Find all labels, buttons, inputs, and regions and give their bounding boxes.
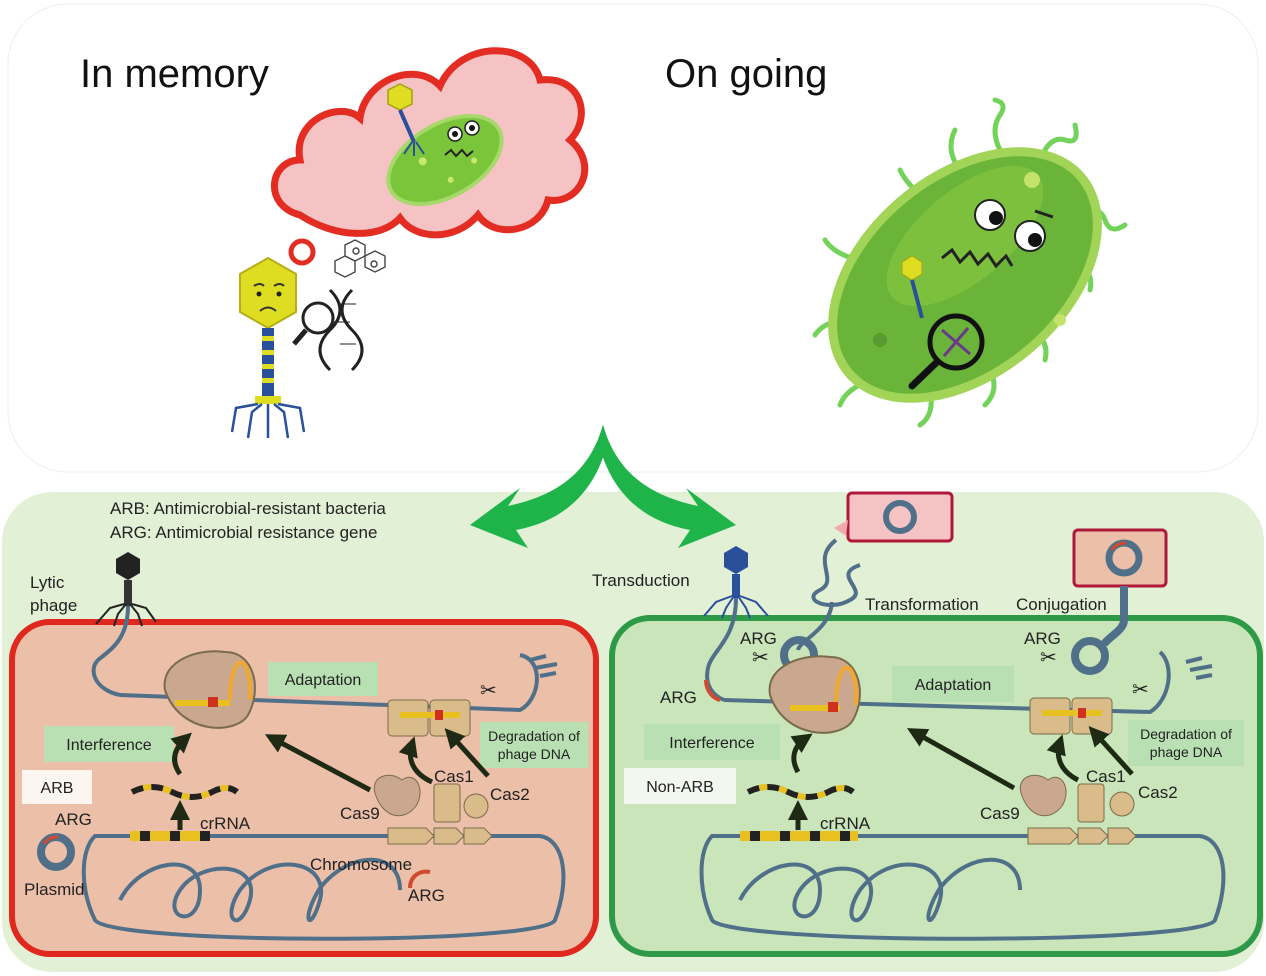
degraded-dna-fragments <box>529 654 558 678</box>
crrna-label-left: crRNA <box>200 814 251 833</box>
arg-chromosome-label: ARG <box>408 886 445 905</box>
chromosome-loops-right <box>738 857 1022 923</box>
in-memory-title: In memory <box>80 52 269 96</box>
chromosome-label: Chromosome <box>310 855 412 874</box>
arg-plasmid-label: ARG <box>55 810 92 829</box>
cas2-protein-left <box>463 793 489 819</box>
degraded-dna-fragments-right <box>1185 656 1213 680</box>
degradation-box-right <box>1128 720 1244 766</box>
status-label-left: ARB <box>41 780 74 797</box>
legend-arg: ARG: Antimicrobial resistance gene <box>110 523 377 542</box>
arrow-cas1-up <box>398 736 434 785</box>
status-box-right <box>624 768 736 804</box>
chromosome-left <box>81 834 566 941</box>
cas1-cas2-complex-left <box>387 699 471 737</box>
crrna-strand-right-color <box>746 784 855 800</box>
thought-bubble <box>288 238 316 266</box>
transduction-label: Transduction <box>592 571 690 590</box>
cas1-label-left: Cas1 <box>434 767 474 786</box>
cas1-protein-left <box>433 783 461 823</box>
conjugation-label: Conjugation <box>1016 595 1107 614</box>
status-box-left <box>22 770 92 804</box>
crrna-label-right: crRNA <box>820 814 871 833</box>
cas2-protein-right <box>1109 791 1135 817</box>
scissors-icon-transformation: ✂ <box>752 647 769 669</box>
arg-conjugation-label: ARG <box>1024 629 1061 648</box>
conjugated-plasmid-icon <box>1071 637 1109 675</box>
cas9-protein-left <box>373 774 421 817</box>
adaptation-label-right: Adaptation <box>915 677 992 694</box>
cas9-label-right: Cas9 <box>980 804 1020 823</box>
cas9-complex-left <box>163 650 256 729</box>
interference-label-right: Interference <box>669 735 754 752</box>
arrow-cas1-up-right <box>1046 734 1080 783</box>
cas-genes-left <box>387 827 493 845</box>
interference-label-left: Interference <box>66 737 151 754</box>
cas1-cas2-complex-right <box>1029 697 1113 735</box>
angry-bacterium-icon <box>812 97 1128 428</box>
legend-arb: ARB: Antimicrobial-resistant bacteria <box>110 499 386 518</box>
adaptation-box-right <box>892 666 1014 702</box>
interference-box-left <box>44 726 174 762</box>
cas9-complex-right <box>768 655 861 734</box>
lysed-cell-icon <box>834 491 954 543</box>
on-going-title: On going <box>665 52 827 96</box>
transformation-label: Transformation <box>865 595 979 614</box>
molecule-icon <box>334 239 386 278</box>
degradation-label-right-1: Degradation of <box>1140 726 1232 742</box>
scissors-icon: ✂ <box>480 680 497 702</box>
free-dna-icon <box>811 538 861 607</box>
crrna-strand-left <box>130 784 239 800</box>
small-phage-icon <box>387 83 425 156</box>
lytic-phage-label-1: Lytic <box>30 573 65 592</box>
chromosome-right <box>699 834 1226 941</box>
degradation-label-right-2: phage DNA <box>1150 744 1223 760</box>
phage-dna-left <box>119 653 539 713</box>
cas9-protein-right <box>1019 774 1067 817</box>
donor-cell-icon <box>1072 528 1168 647</box>
plasmid-label: Plasmid <box>24 880 84 899</box>
cas2-label-left: Cas2 <box>490 785 530 804</box>
arrow-crrna-up-right <box>790 733 813 774</box>
split-arrow-icon <box>470 425 736 548</box>
cas2-label-right: Cas2 <box>1138 783 1178 802</box>
arrow-cas2-up-right <box>1088 726 1134 776</box>
crrna-strand-right <box>746 784 855 800</box>
arrow-cas9-to-adaptation-right <box>907 728 1016 791</box>
arrow-crrna-up <box>170 732 192 776</box>
adaptation-box-left <box>268 662 378 696</box>
sad-phage-icon <box>230 256 306 439</box>
arrow-cas2-up <box>444 728 490 778</box>
scissors-icon-conjugation: ✂ <box>1040 647 1057 669</box>
degradation-box-left <box>480 722 588 768</box>
arg-left-label: ARG <box>660 688 697 707</box>
phage-dna-right <box>723 650 1171 715</box>
degradation-label-left-2: phage DNA <box>498 746 571 762</box>
cas-genes-right <box>1027 827 1137 845</box>
adaptation-label-left: Adaptation <box>285 672 362 689</box>
cas1-protein-right <box>1077 783 1105 823</box>
chromosome-loops-left <box>118 857 402 923</box>
crispr-array-right <box>740 831 858 841</box>
scissors-icon-right: ✂ <box>1132 679 1149 701</box>
transducing-phage-icon <box>703 546 769 702</box>
arrow-cas9-to-adaptation <box>264 734 372 793</box>
cas1-label-right: Cas1 <box>1086 767 1126 786</box>
interference-box-right <box>644 724 780 760</box>
status-label-right: Non-ARB <box>646 779 714 796</box>
cas9-label-left: Cas9 <box>340 804 380 823</box>
degradation-label-left-1: Degradation of <box>488 728 580 744</box>
dna-magnifier-icon <box>292 288 364 372</box>
arg-chromosome-marker <box>408 869 431 889</box>
thought-cloud <box>270 47 589 239</box>
lytic-phage-label-2: phage <box>30 596 77 615</box>
crrna-strand-left-color <box>130 784 239 800</box>
arg-transformation-label: ARG <box>740 629 777 648</box>
lytic-phage-icon <box>91 552 157 697</box>
small-bacterium-icon <box>386 114 504 206</box>
